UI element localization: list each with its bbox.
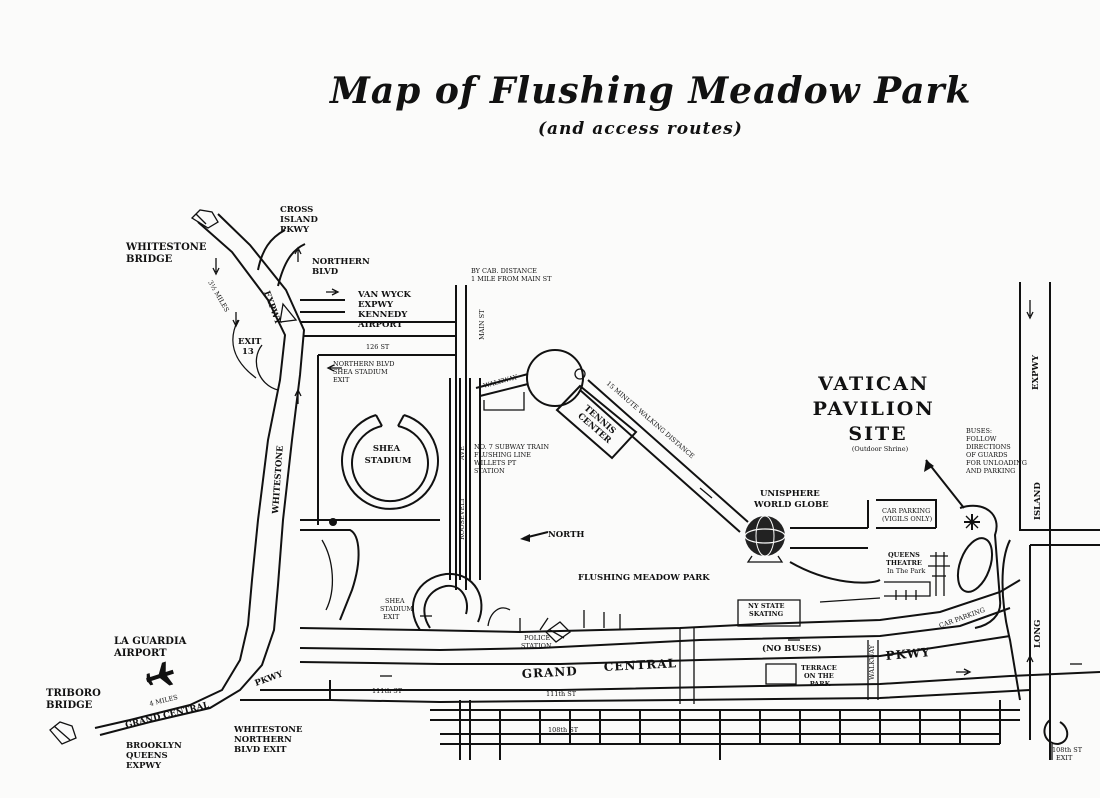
tennis-center [555, 384, 638, 460]
grand-central-pkwy [240, 579, 1100, 704]
triboro-bridge-mark [49, 721, 77, 745]
northern-blvd-label: NORTHERN BLVD [312, 257, 373, 277]
by-cab-label: BY CAB. DISTANCE 1 MILE FROM MAIN ST [471, 267, 552, 283]
shea-area-roads [300, 354, 456, 621]
buses-label: BUSES: FOLLOW DIRECTIONS OF GUARDS FOR U… [965, 427, 1029, 475]
terrace-label: TERRACE ON THE PARK [801, 664, 839, 688]
whitestone-northern-exit-label: WHITESTONE NORTHERN BLVD EXIT [233, 725, 305, 755]
exit-108-loop [1043, 719, 1069, 760]
st-108-label: 108th ST [548, 726, 579, 734]
car-parking-vigils-label: CAR PARKING (VIGILS ONLY) [882, 507, 933, 523]
park-paths [789, 499, 937, 584]
vatican-cross-icon [964, 514, 980, 530]
parkway-stubs [519, 597, 881, 704]
grand-label: GRAND [521, 664, 578, 681]
north-arrow-icon [520, 531, 549, 542]
pkwy-left-label: PKWY [254, 669, 286, 689]
triboro-bridge-label: TRIBORO BRIDGE [46, 688, 104, 711]
long-label: LONG [1033, 620, 1043, 648]
van-wyck-label: VAN WYCK EXPWY KENNEDY AIRPORT [357, 290, 414, 330]
exit-13-label: EXIT 13 [238, 337, 264, 357]
whitestone-bridge-mark [190, 209, 219, 229]
brooklyn-queens-label: BROOKLYN QUEENS EXPWY [126, 741, 185, 771]
expwy-left-label: EXPWY [261, 290, 283, 327]
queens-theatre-label: QUEENS THEATRE In The Park [886, 551, 925, 575]
shea-stadium [341, 414, 439, 510]
main-st [455, 285, 467, 590]
expwy-right-label: EXPWY [1031, 354, 1041, 390]
walking-distance-label: 15 MINUTE WALKING DISTANCE [605, 379, 696, 460]
unisphere [744, 515, 786, 563]
whitestone-vertical-label: WHITESTONE [271, 445, 286, 516]
map-title: Map of Flushing Meadow Park [330, 70, 972, 112]
northern-shea-exit-label: NORTHERN BLVD SHEA STADIUM EXIT [333, 360, 397, 384]
grand-central-left-label: GRAND CENTRAL [124, 700, 210, 731]
pkwy-right-label: PKWY [885, 645, 931, 663]
island-label: ISLAND [1033, 482, 1043, 520]
walkway-top [475, 373, 529, 411]
st-108-exit-label: 108th ST EXIT [1052, 746, 1084, 762]
queens-theatre [884, 552, 950, 600]
roosevelt-label: ROOSEVELT [458, 497, 466, 540]
main-st-label: MAIN ST [478, 309, 486, 340]
ny-state-skating-label: NY STATE SKATING [748, 602, 787, 618]
shea-stadium-label: SHEA STADIUM [365, 444, 412, 466]
vatican-arrow-icon [924, 459, 965, 509]
street-grid [329, 680, 1020, 760]
st-126-label: 126 ST [366, 343, 390, 351]
whitestone-bridge-label: WHITESTONE BRIDGE [125, 242, 210, 265]
miles-4-label: 4 MILES [149, 693, 179, 708]
van-wyck-expwy [1001, 282, 1100, 760]
walkway-circle [526, 349, 584, 407]
traffic-arrows [212, 246, 1082, 677]
walkway-right-label: WALKWAY [868, 644, 876, 680]
map-subtitle: (and access routes) [538, 119, 743, 139]
northern-blvd-road [300, 299, 456, 337]
long-walkway [579, 379, 749, 533]
unisphere-label: UNISPHERE WORLD GLOBE [753, 489, 829, 510]
tennis-center-label: TENNIS CENTER [575, 404, 620, 447]
outdoor-shrine-label: (Outdoor Shrine) [852, 445, 909, 453]
no-buses-label: (NO BUSES) [762, 643, 822, 654]
miles-3-5-label: 3½ MILES [206, 279, 231, 314]
police-station-label: POLICE STATION [521, 634, 552, 650]
st-111-a-label: 111th ST [372, 687, 403, 695]
shea-exit-loop [411, 572, 511, 631]
shea-exit-label: SHEA STADIUM EXIT [380, 597, 415, 621]
subway-label: NO. 7 SUBWAY TRAIN FLUSHING LINE WILLETS… [474, 443, 551, 475]
la-guardia-label: LA GUARDIA AIRPORT [113, 636, 190, 659]
station-dot [329, 518, 337, 526]
north-label: NORTH [548, 530, 584, 540]
cross-island-label: CROSS ISLAND PKWY [280, 205, 321, 235]
st-111-b-label: 111th ST [546, 690, 577, 698]
ave-label: AVE [458, 446, 466, 461]
vatican-pavilion-label: VATICAN PAVILION SITE [813, 373, 944, 445]
roosevelt-ave [449, 378, 481, 580]
cross-island-pkwy [257, 229, 306, 287]
vatican-area [956, 504, 1002, 629]
police-station-mark [544, 621, 572, 643]
flushing-meadow-park-label: FLUSHING MEADOW PARK [578, 573, 710, 583]
walkway-circle-dot [574, 368, 586, 380]
airplane-icon [146, 661, 174, 686]
central-label: CENTRAL [603, 656, 677, 674]
